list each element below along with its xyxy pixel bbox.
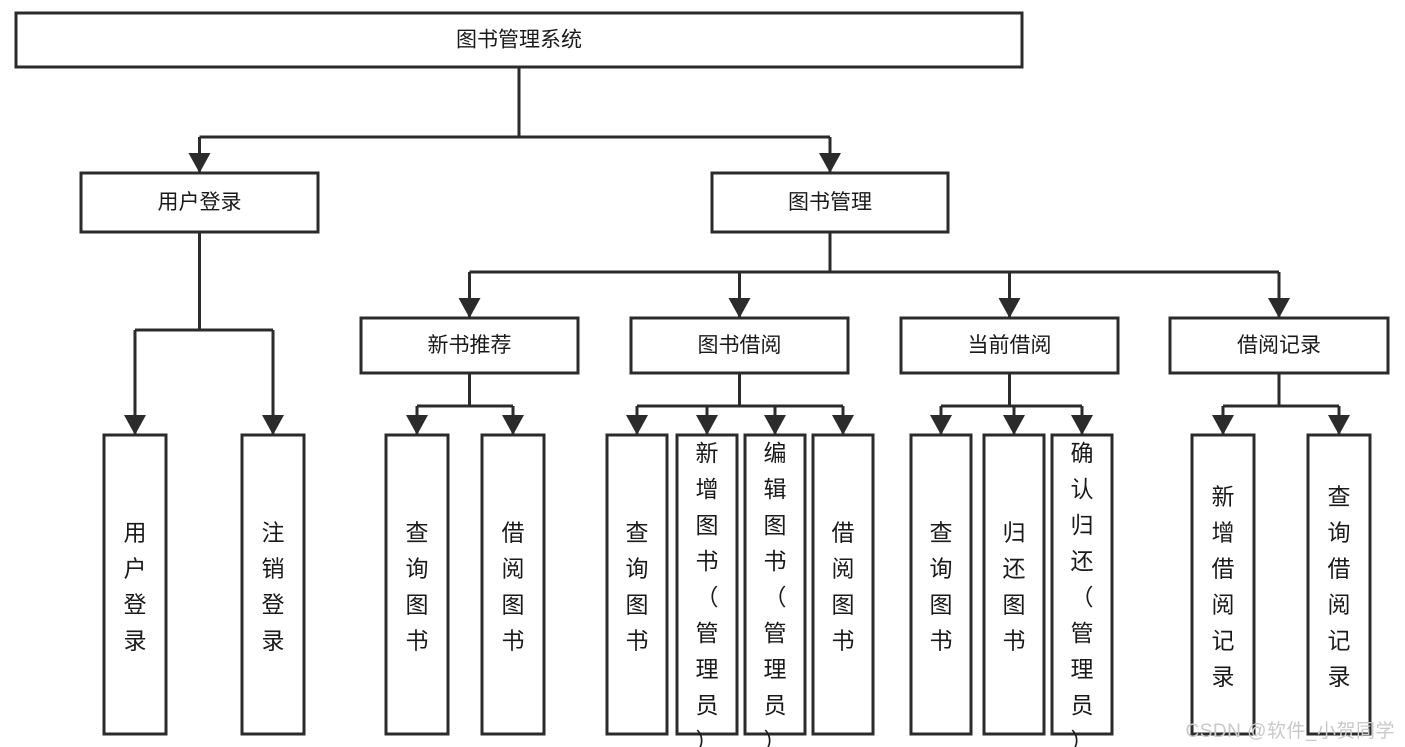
- node-borrow-record-label: 借阅记录: [1237, 334, 1321, 357]
- node-book-borrow[interactable]: 图书借阅: [629, 316, 850, 375]
- node-new-book-recommend-label: 新书推荐: [428, 334, 512, 357]
- arrow-head-icon: [406, 415, 428, 435]
- arrow-head-icon: [819, 153, 841, 173]
- leaf-leaf-return-book[interactable]: 归还图书: [982, 433, 1046, 736]
- node-user-login-label: 用户登录: [158, 191, 242, 214]
- leaf-leaf-query-book-3-box: [909, 433, 973, 736]
- leaf-leaf-add-book-box: [675, 433, 739, 736]
- arrow-head-icon: [188, 153, 211, 173]
- arrow-head-icon: [696, 415, 718, 435]
- node-book-management-box: [710, 171, 950, 234]
- root-node-label: 图书管理系统: [456, 29, 582, 52]
- leaf-leaf-borrow-book-1-label: 借阅图书: [502, 520, 525, 654]
- root-node[interactable]: 图书管理系统: [14, 11, 1024, 69]
- leaf-leaf-borrow-book-1[interactable]: 借阅图书: [480, 433, 546, 736]
- connector-layer: [124, 67, 1350, 435]
- arrow-head-icon: [1328, 415, 1350, 435]
- leaf-leaf-query-book-1-label: 查询图书: [406, 520, 429, 654]
- node-new-book-recommend-box: [359, 316, 580, 375]
- leaf-leaf-confirm-return[interactable]: 确认归还（管理员）: [1050, 433, 1114, 747]
- arrow-head-icon: [1071, 415, 1093, 435]
- node-current-borrow-label: 当前借阅: [968, 334, 1052, 357]
- node-current-borrow-box: [899, 316, 1120, 375]
- leaf-leaf-borrow-book-1-box: [480, 433, 546, 736]
- leaf-leaf-user-login-box: [102, 433, 168, 736]
- leaf-leaf-edit-book-label: 编辑图书（管理员）: [764, 440, 787, 747]
- node-book-management[interactable]: 图书管理: [710, 171, 950, 234]
- leaf-leaf-borrow-book-2-label: 借阅图书: [832, 520, 855, 654]
- watermark-text: CSDN @软件_小贺同学: [1185, 721, 1395, 742]
- leaf-leaf-logout-box: [240, 433, 306, 736]
- leaf-leaf-query-record-box: [1306, 433, 1372, 736]
- node-book-management-label: 图书管理: [788, 191, 872, 214]
- leaf-leaf-add-book-label: 新增图书（管理员）: [696, 440, 719, 747]
- node-layer: 图书管理系统用户登录图书管理新书推荐图书借阅当前借阅借阅记录用户登录注销登录查询…: [14, 11, 1390, 747]
- leaf-leaf-query-book-1[interactable]: 查询图书: [384, 433, 450, 736]
- leaf-leaf-add-record-label: 新增借阅记录: [1212, 484, 1235, 690]
- arrow-head-icon: [764, 415, 786, 435]
- leaf-leaf-query-book-2-label: 查询图书: [626, 520, 649, 654]
- leaf-leaf-query-book-3[interactable]: 查询图书: [909, 433, 973, 736]
- arrow-head-icon: [124, 415, 146, 435]
- arrow-head-icon: [1003, 415, 1025, 435]
- node-borrow-record[interactable]: 借阅记录: [1168, 316, 1390, 375]
- node-user-login[interactable]: 用户登录: [79, 171, 320, 234]
- leaf-leaf-user-login-label: 用户登录: [124, 520, 147, 654]
- leaf-leaf-edit-book[interactable]: 编辑图书（管理员）: [743, 433, 807, 747]
- leaf-leaf-query-book-3-label: 查询图书: [930, 520, 953, 654]
- arrow-head-icon: [626, 415, 648, 435]
- node-new-book-recommend[interactable]: 新书推荐: [359, 316, 580, 375]
- leaf-leaf-add-book[interactable]: 新增图书（管理员）: [675, 433, 739, 747]
- arrow-head-icon: [832, 415, 854, 435]
- node-book-borrow-box: [629, 316, 850, 375]
- leaf-leaf-edit-book-box: [743, 433, 807, 736]
- leaf-leaf-user-login[interactable]: 用户登录: [102, 433, 168, 736]
- node-borrow-record-box: [1168, 316, 1390, 375]
- leaf-leaf-return-book-label: 归还图书: [1003, 520, 1026, 654]
- arrow-head-icon: [930, 415, 952, 435]
- leaf-leaf-logout-label: 注销登录: [262, 520, 285, 654]
- root-node-box: [14, 11, 1024, 69]
- arrow-head-icon: [458, 298, 481, 318]
- arrow-head-icon: [1212, 415, 1234, 435]
- leaf-leaf-return-book-box: [982, 433, 1046, 736]
- node-user-login-box: [79, 171, 320, 234]
- leaf-leaf-query-record[interactable]: 查询借阅记录: [1306, 433, 1372, 736]
- node-current-borrow[interactable]: 当前借阅: [899, 316, 1120, 375]
- leaf-leaf-confirm-return-label: 确认归还（管理员）: [1071, 440, 1094, 747]
- arrow-head-icon: [502, 415, 524, 435]
- leaf-leaf-logout[interactable]: 注销登录: [240, 433, 306, 736]
- arrow-head-icon: [998, 298, 1021, 318]
- leaf-leaf-query-book-1-box: [384, 433, 450, 736]
- leaf-leaf-query-book-2-box: [605, 433, 669, 736]
- arrow-head-icon: [728, 298, 751, 318]
- arrow-head-icon: [1268, 298, 1290, 318]
- leaf-leaf-query-book-2[interactable]: 查询图书: [605, 433, 669, 736]
- node-book-borrow-label: 图书借阅: [698, 334, 782, 357]
- leaf-leaf-borrow-book-2-box: [811, 433, 875, 736]
- arrow-head-icon: [262, 415, 284, 435]
- leaf-leaf-add-record[interactable]: 新增借阅记录: [1190, 433, 1256, 736]
- leaf-leaf-borrow-book-2[interactable]: 借阅图书: [811, 433, 875, 736]
- leaf-leaf-confirm-return-box: [1050, 433, 1114, 736]
- leaf-leaf-query-record-label: 查询借阅记录: [1328, 484, 1351, 690]
- leaf-leaf-add-record-box: [1190, 433, 1256, 736]
